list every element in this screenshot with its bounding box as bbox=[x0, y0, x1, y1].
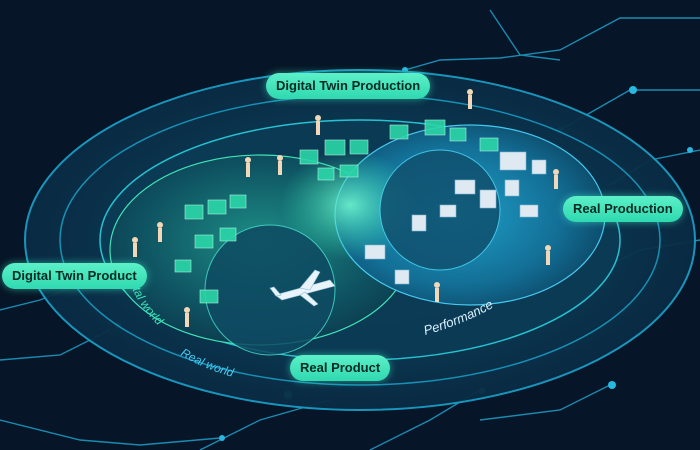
digital-screens bbox=[174, 119, 499, 304]
digital-twin-product-label: Digital Twin Product bbox=[2, 263, 147, 289]
people-figures bbox=[132, 89, 559, 327]
airplane-model bbox=[269, 269, 336, 307]
production-machines bbox=[364, 151, 547, 285]
real-production-label: Real Production bbox=[563, 196, 683, 222]
real-product-label: Real Product bbox=[290, 355, 391, 381]
digital-twin-production-label: Digital Twin Production bbox=[266, 73, 431, 99]
